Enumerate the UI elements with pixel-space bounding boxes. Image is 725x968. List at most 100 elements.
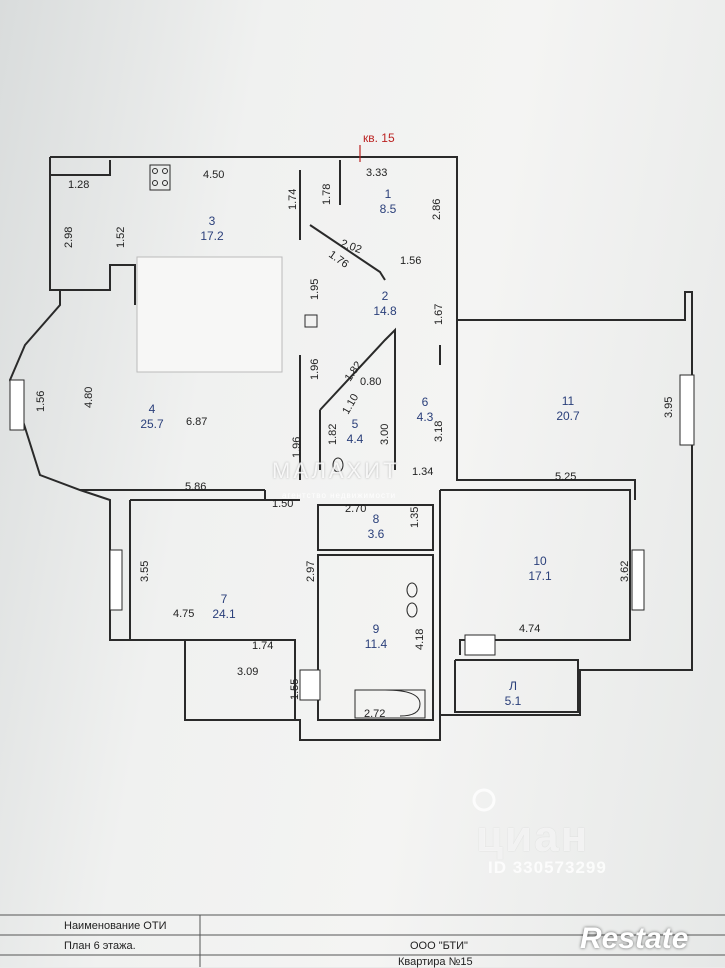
dimension-label: 4.75: [173, 608, 194, 620]
room-6-area: 4.3: [417, 410, 434, 424]
footer-floor-plan: План 6 этажа.: [64, 940, 136, 952]
dimension-label: 5.86: [185, 481, 206, 493]
dimension-label: 1.76: [326, 249, 350, 271]
room-10-area: 17.1: [528, 569, 552, 583]
dimension-label: 1.95: [309, 279, 321, 300]
room-9-number: 9: [373, 622, 380, 636]
room-4-number: 4: [149, 402, 156, 416]
dimension-label: 4.80: [83, 387, 95, 408]
dimension-label: 1.55: [289, 679, 301, 700]
shaft: [304, 314, 318, 328]
dimension-label: 6.87: [186, 416, 207, 428]
room-1-number: 1: [385, 187, 392, 201]
room-8-number: 8: [373, 512, 380, 526]
room-4-area: 25.7: [140, 417, 164, 431]
watermark-brand: МАЛАХИТ: [272, 458, 400, 483]
window: [631, 549, 645, 611]
dimension-label: 2.86: [431, 199, 443, 220]
room-11-area: 20.7: [556, 409, 580, 423]
dimension-label: 2.70: [345, 503, 366, 515]
footer-object-name: Наименование ОТИ: [64, 920, 167, 932]
room-1-area: 8.5: [380, 202, 397, 216]
dimension-label: 2.97: [305, 561, 317, 582]
dimension-label: 3.33: [366, 167, 387, 179]
wall-room4-top: [50, 264, 136, 305]
watermark-brand-sub: агентство недвижимости: [282, 491, 397, 500]
wall-room5: [319, 327, 396, 470]
location-pin-icon: [472, 788, 496, 812]
dimension-label: 1.34: [412, 466, 433, 478]
stove: [149, 164, 171, 191]
dimension-label: 3.55: [139, 561, 151, 582]
dimension-label: 1.96: [309, 359, 321, 380]
watermark-cian-id: ID 330573299: [488, 858, 607, 877]
dimension-label: 4.18: [414, 629, 426, 650]
wall-kitchen-notch: [50, 160, 111, 176]
bathtub: [354, 689, 426, 719]
room-7-number: 7: [221, 592, 228, 606]
outer-wall: [8, 156, 693, 741]
column: [136, 256, 283, 373]
watermark-restate: Restate: [580, 922, 689, 955]
loggia-number: Л: [509, 679, 517, 693]
room-5-number: 5: [352, 417, 359, 431]
wall-room10: [440, 489, 631, 655]
window: [679, 374, 695, 446]
dimension-label: 1.67: [433, 304, 445, 325]
room-10-number: 10: [533, 554, 547, 568]
dimension-label: 3.62: [619, 561, 631, 582]
dimension-label: 1.35: [409, 507, 421, 528]
window: [9, 379, 25, 431]
apartment-label: кв. 15: [363, 131, 395, 145]
room-7-area: 24.1: [212, 607, 236, 621]
toilet: [332, 457, 344, 473]
dimension-label: 2.72: [364, 708, 385, 720]
dimension-label: 5.25: [555, 471, 576, 483]
room-11-number: 11: [562, 394, 575, 408]
room-5-area: 4.4: [347, 432, 364, 446]
dimension-label: 1.50: [272, 498, 293, 510]
dimension-label: 1.56: [400, 255, 421, 267]
dimension-label: 1.28: [68, 179, 89, 191]
dimension-label: 2.98: [63, 227, 75, 248]
dimension-label: 3.18: [433, 421, 445, 442]
wall-room7-lower: [185, 639, 296, 720]
dimension-label: 1.82: [327, 424, 339, 445]
toilet: [406, 582, 418, 598]
dimension-label: 1.96: [291, 437, 303, 458]
dimension-label: 1.78: [321, 184, 333, 205]
wall-room11: [456, 320, 636, 500]
dimension-label: 1.74: [252, 640, 273, 652]
sink: [406, 602, 418, 618]
dimension-label: 1.56: [35, 391, 47, 412]
room-2-area: 14.8: [373, 304, 397, 318]
dimension-label: 3.09: [237, 666, 258, 678]
dimension-label: 0.80: [360, 376, 381, 388]
wall-diagonal: [309, 224, 386, 281]
room-6-number: 6: [422, 395, 429, 409]
room-3-number: 3: [209, 214, 216, 228]
dimension-label: 1.52: [115, 227, 127, 248]
loggia-area: 5.1: [505, 694, 522, 708]
watermark-cian: циан: [476, 812, 590, 861]
room-9-area: 11.4: [365, 637, 388, 651]
room-2-number: 2: [382, 289, 389, 303]
dimension-labels: 1.28 4.50 1.74 1.78 3.33 2.98 1.52 2.86 …: [35, 167, 675, 720]
wall-loggia: [454, 659, 579, 713]
room-labels: 1 8.5 2 14.8 3 17.2 4 25.7 5 4.4 6 4.3 7…: [140, 187, 580, 708]
room9-outline: [317, 554, 434, 721]
room-8-area: 3.6: [368, 527, 385, 541]
window: [109, 549, 123, 611]
dimension-label: 3.95: [663, 397, 675, 418]
footer-org: ООО "БТИ": [410, 940, 468, 952]
window: [299, 669, 321, 701]
dimension-label: 1.74: [287, 189, 299, 210]
room-3-area: 17.2: [200, 229, 224, 243]
dimension-label: 3.00: [379, 424, 391, 445]
dimension-label: 4.50: [203, 169, 224, 181]
footer-apartment: Квартира №15: [398, 956, 473, 968]
dimension-label: 4.74: [519, 623, 540, 635]
window: [464, 634, 496, 656]
